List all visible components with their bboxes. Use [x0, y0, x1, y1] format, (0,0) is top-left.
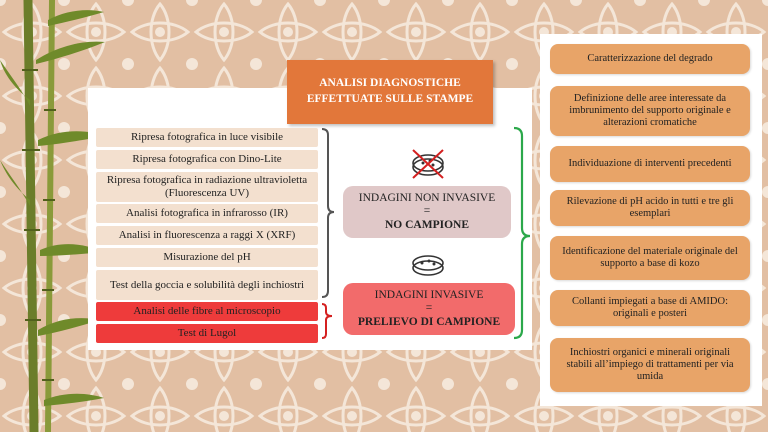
technique-item: Ripresa fotografica in luce visibile: [96, 128, 318, 147]
result-item: Rilevazione di pH acido in tutti e tre g…: [550, 190, 750, 226]
petri-dish-icon: [412, 255, 444, 276]
category-non-invasive-line-1: INDAGINI NON INVASIVE: [358, 192, 496, 205]
technique-item-invasive: Analisi delle fibre al microscopio: [96, 302, 318, 321]
category-non-invasive-line-3: NO CAMPIONE: [384, 218, 469, 231]
result-item: Definizione delle aree interessate da im…: [550, 86, 750, 136]
technique-item: Analisi in fluorescenza a raggi X (XRF): [96, 226, 318, 245]
crossed-petri-dish-icon: [412, 149, 444, 179]
category-non-invasive: INDAGINI NON INVASIVE = NO CAMPIONE: [343, 186, 511, 238]
technique-item: Test della goccia e solubilità degli inc…: [96, 270, 318, 300]
category-invasive-line-2: =: [425, 302, 433, 315]
title-line-2: EFFETTUATE SULLE STAMPE: [306, 93, 474, 105]
result-item: Caratterizzazione del degrado: [550, 44, 750, 74]
title-line-1: ANALISI DIAGNOSTICHE: [319, 77, 461, 90]
invasive-bracket: [321, 303, 333, 339]
technique-item: Analisi fotografica in infrarosso (IR): [96, 204, 318, 223]
result-item: Inchiostri organici e minerali originali…: [550, 338, 750, 392]
category-invasive-line-3: PRELIEVO DI CAMPIONE: [357, 315, 501, 328]
result-item: Collanti impiegati a base di AMIDO: orig…: [550, 290, 750, 326]
result-item: Identificazione del materiale originale …: [550, 236, 750, 280]
result-item: Individuazione di interventi precedenti: [550, 146, 750, 182]
technique-item: Misurazione del pH: [96, 248, 318, 267]
results-bracket: [513, 126, 531, 340]
category-invasive: INDAGINI INVASIVE = PRELIEVO DI CAMPIONE: [343, 283, 515, 335]
diagram-title: ANALISI DIAGNOSTICHE EFFETTUATE SULLE ST…: [287, 60, 493, 124]
category-non-invasive-line-2: =: [423, 205, 431, 218]
category-invasive-line-1: INDAGINI INVASIVE: [374, 289, 484, 302]
technique-item-invasive: Test di Lugol: [96, 324, 318, 343]
technique-item: Ripresa fotografica con Dino-Lite: [96, 150, 318, 169]
technique-item: Ripresa fotografica in radiazione ultrav…: [96, 172, 318, 202]
non-invasive-bracket: [321, 128, 335, 298]
